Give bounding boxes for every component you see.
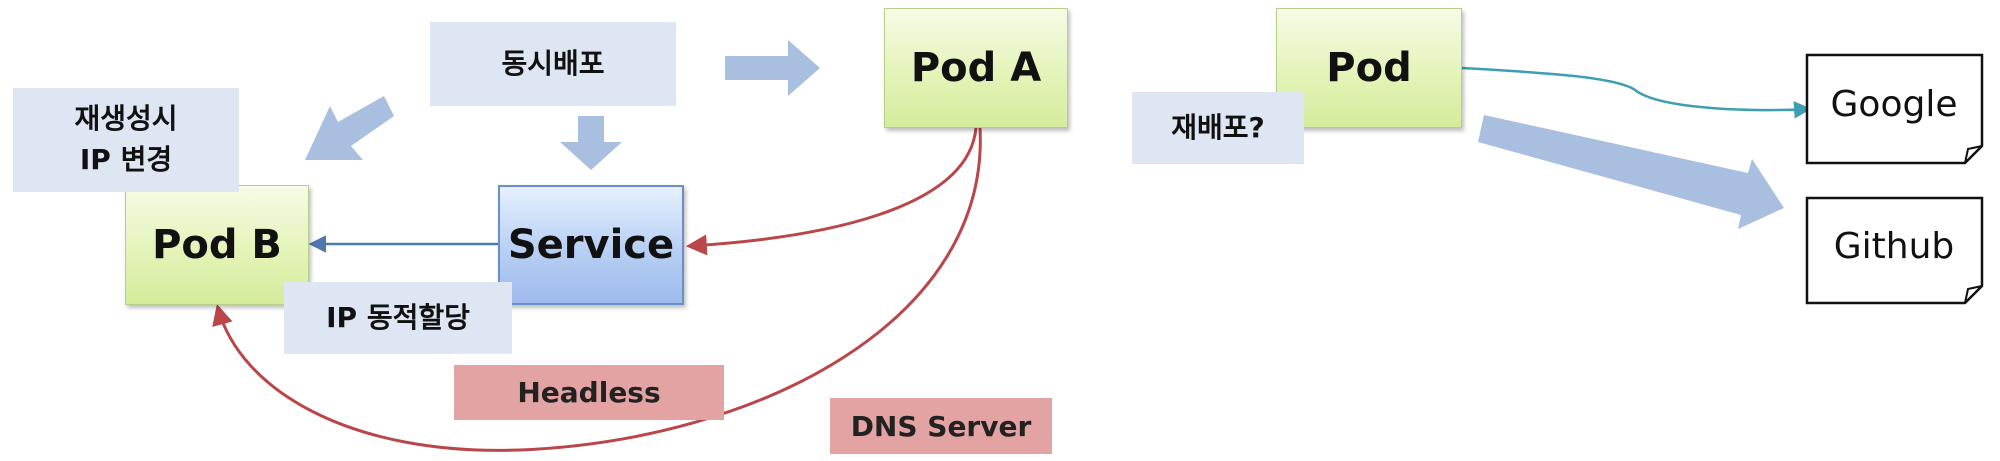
pod-to-google-line — [1461, 66, 1812, 119]
pod-node: Pod — [1276, 8, 1462, 128]
github-document-icon — [1805, 196, 1984, 305]
headless-tag: Headless — [454, 365, 724, 420]
pod-a-to-service-line — [685, 127, 978, 256]
pod-a-to-pod-b-dns-line — [212, 127, 982, 452]
simultaneous-deploy-note: 동시배포 — [430, 22, 676, 106]
pod-a-node: Pod A — [884, 8, 1068, 128]
ip-dynamic-allocation-note: IP 동적할당 — [284, 282, 512, 354]
block-arrow-to-github — [1478, 115, 1784, 229]
regen-ip-change-note: 재생성시 IP 변경 — [13, 88, 239, 192]
redeploy-note: 재배포? — [1132, 92, 1304, 164]
service-node: Service — [498, 185, 684, 305]
google-document-icon — [1805, 53, 1984, 165]
google-label: Google — [1830, 83, 1958, 125]
block-arrow-down-to-service — [560, 116, 622, 170]
github-label: Github — [1833, 225, 1955, 267]
block-arrow-right-to-pod-a — [725, 40, 820, 96]
dns-server-tag: DNS Server — [830, 398, 1052, 454]
pod-b-node: Pod B — [125, 185, 309, 305]
block-arrow-to-pod-b-note — [305, 96, 394, 160]
